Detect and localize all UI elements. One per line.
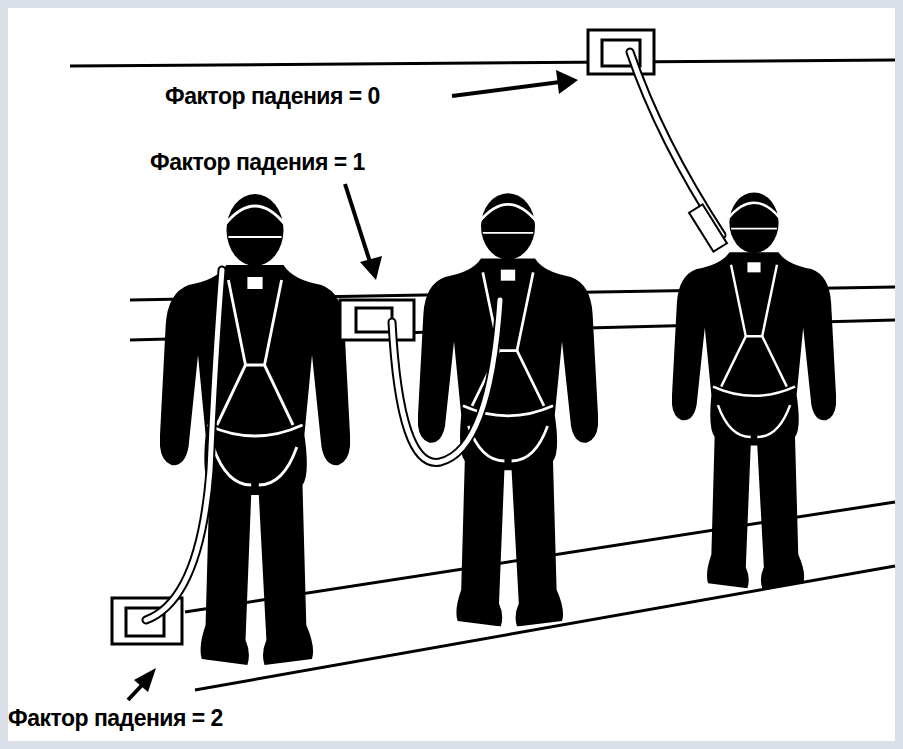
fall-factor-label: Фактор падения = 1 <box>150 148 365 176</box>
fall-factor-label: Фактор падения = 0 <box>165 82 380 110</box>
fall-factor-label: Фактор падения = 2 <box>8 704 223 732</box>
